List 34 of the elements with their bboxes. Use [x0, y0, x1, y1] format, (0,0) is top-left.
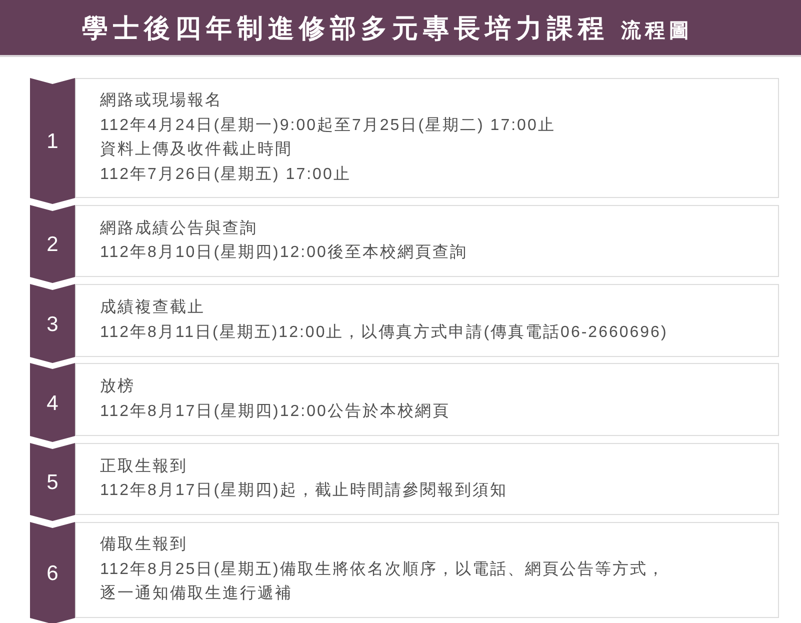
step-number: 3	[46, 313, 58, 337]
step-text: 112年8月17日(星期四)起，截止時間請參閱報到須知	[100, 480, 508, 501]
step-title: 備取生報到	[100, 534, 188, 556]
step-tab	[30, 522, 75, 623]
step-tab	[30, 205, 75, 283]
step-tab	[30, 284, 75, 363]
step-box	[75, 284, 779, 357]
step-number: 4	[46, 392, 58, 416]
step-number: 1	[46, 130, 58, 154]
step-text: 112年7月26日(星期五) 17:00止	[100, 164, 351, 184]
step-box	[75, 522, 779, 618]
step-title: 放榜	[100, 376, 135, 397]
step-box	[75, 363, 779, 436]
step-text: 112年8月17日(星期四)12:00公告於本校網頁	[100, 402, 450, 422]
step-tab	[30, 78, 75, 204]
step-text: 112年8月11日(星期五)12:00止，以傳真方式申請(傳真電話06-2660696)	[100, 322, 668, 342]
step-text: 112年8月10日(星期四)12:00後至本校網頁查詢	[100, 242, 468, 263]
step-box	[75, 78, 779, 198]
step-tab	[30, 363, 75, 442]
step-box	[75, 443, 779, 515]
step-title: 網路成績公告與查詢	[100, 218, 258, 238]
step-number: 6	[46, 562, 58, 586]
subtitle: 流程圖	[621, 18, 693, 44]
step-title: 網路或現場報名	[100, 90, 222, 111]
step-box	[75, 205, 779, 277]
title: 學士後四年制進修部多元專長培力課程	[82, 12, 609, 44]
step-text: 112年4月24日(星期一)9:00起至7月25日(星期二) 17:00止	[100, 116, 556, 136]
step-text: 112年8月25日(星期五)備取生將依名次順序，以電話、網頁公告等方式，逐一通知備取生進行遞補	[100, 560, 666, 604]
step-tab	[30, 443, 75, 521]
step-title: 正取生報到	[100, 456, 188, 476]
step-number: 5	[46, 471, 58, 495]
step-number: 2	[46, 233, 58, 257]
step-text: 資料上傳及收件截止時間	[100, 140, 292, 160]
step-title: 成績複查截止	[100, 298, 205, 318]
